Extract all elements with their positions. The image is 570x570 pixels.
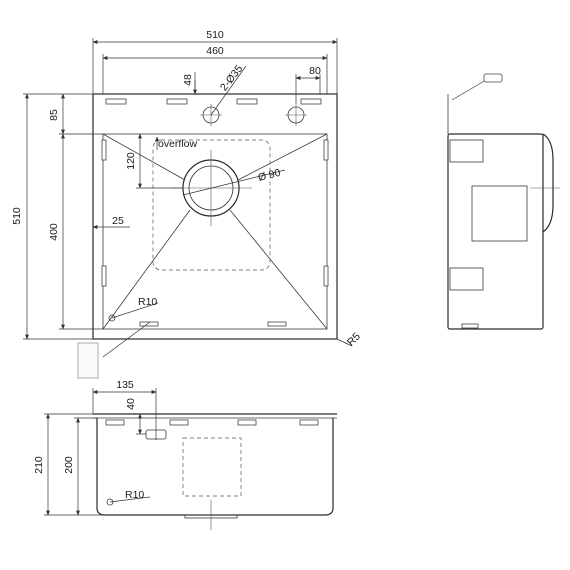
side-bottom-slot [461, 323, 479, 329]
clip-right-bottom [323, 265, 329, 287]
corner-radius-mark [108, 314, 116, 322]
bowl-outline [102, 133, 328, 330]
dim-slot-offset: 48 [182, 74, 194, 86]
sink-outer-outline [92, 93, 338, 340]
front-basket-dashed [182, 437, 242, 497]
front-clip-1 [105, 419, 125, 426]
front-clip-4 [299, 419, 319, 426]
bottom-slot-1 [139, 321, 159, 327]
label-overflow: overflow [158, 138, 198, 150]
side-drain-profile [542, 133, 554, 233]
front-corner-radius-mark [106, 498, 114, 506]
side-view [447, 73, 560, 330]
dim-bowl-depth: 200 [63, 456, 75, 474]
top-view: 510 460 48 2-Ø35 80 510 85 400 120 [11, 29, 363, 379]
dim-front-corner-radius: R10 [125, 489, 144, 501]
bowl-crease-br [229, 209, 328, 330]
dim-drain-diameter: Ø 90 [257, 167, 282, 184]
bowl-crease-bl [102, 209, 191, 330]
dim-side-margin: 25 [112, 215, 124, 227]
bottom-slot-2 [267, 321, 287, 327]
drain-detail-box [77, 342, 99, 379]
dashed-basket-outline [152, 139, 271, 271]
clip-left-top [101, 139, 107, 161]
side-clip-top [449, 139, 484, 163]
front-clip-3 [237, 419, 257, 426]
dim-outer-radius: R5 [345, 330, 363, 348]
front-clip-2 [169, 419, 189, 426]
dim-front-overflow-height: 40 [125, 398, 137, 410]
top-slot-4 [300, 98, 322, 105]
dim-drain-offset: 120 [125, 152, 137, 170]
bowl-crease-tr [237, 133, 328, 181]
dim-top-margin: 85 [48, 109, 60, 121]
side-basket-box [471, 185, 528, 242]
dim-tap-offset: 80 [309, 65, 321, 77]
top-slot-3 [236, 98, 258, 105]
dim-inner-width: 460 [206, 45, 224, 57]
dim-front-offset: 135 [116, 379, 134, 391]
side-overflow-slot [483, 73, 503, 83]
side-clip-bottom [449, 267, 484, 291]
dim-overall-height: 510 [11, 207, 23, 225]
bowl-crease-tl [102, 133, 186, 181]
top-slot-2 [166, 98, 188, 105]
side-leader [451, 79, 487, 101]
dim-overall-width: 510 [206, 29, 224, 41]
front-view: 135 40 210 200 R10 [33, 379, 337, 530]
dim-bowl-length: 400 [48, 223, 60, 241]
side-body-outline [447, 133, 544, 330]
dim-tap-holes: 2-Ø35 [218, 63, 246, 94]
dim-total-depth: 210 [33, 456, 45, 474]
top-slot-1 [105, 98, 127, 105]
clip-right-top [323, 139, 329, 161]
dim-corner-radius: R10 [138, 296, 157, 308]
clip-left-bottom [101, 265, 107, 287]
